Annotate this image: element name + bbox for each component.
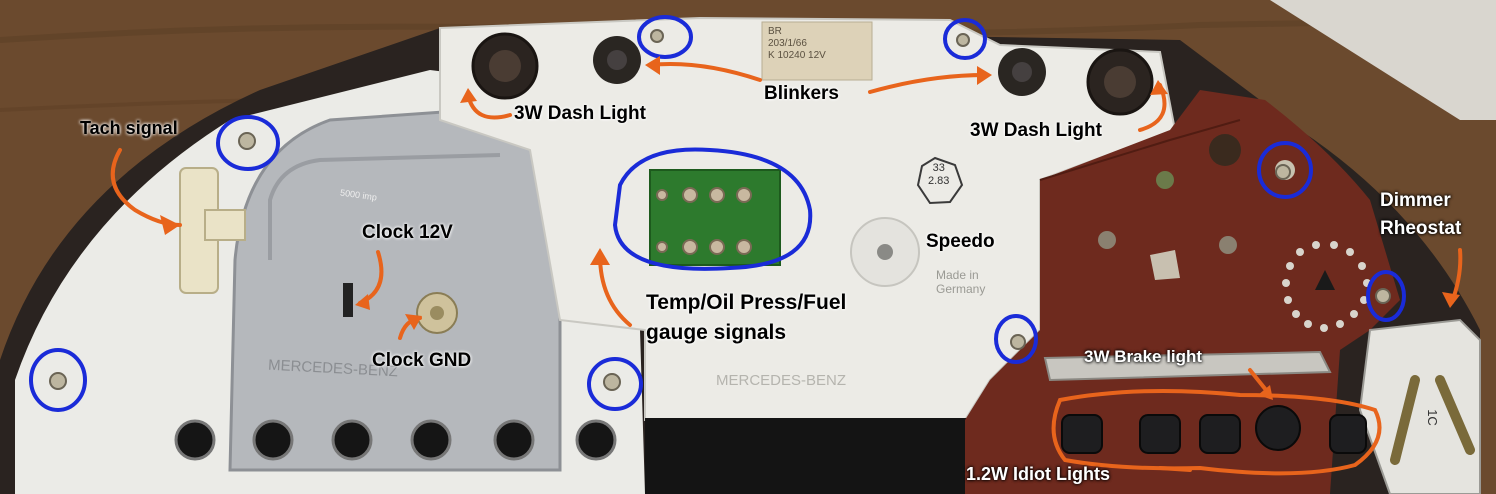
made-in-germany: Made in Germany (936, 268, 985, 296)
dimmer-contact-right (1435, 375, 1475, 455)
center-bottom-slot (645, 418, 975, 494)
orange-annotations (110, 62, 1463, 476)
sticker-line-1: BR (768, 26, 782, 37)
label-gauge-signals: Temp/Oil Press/Fuel gauge signals (646, 288, 846, 348)
pcb-tab (1150, 250, 1180, 280)
label-speedo: Speedo (926, 231, 995, 252)
clock-12v-connector (343, 283, 353, 317)
dimmer-contact-left (1390, 375, 1420, 465)
orange-arrowheads (160, 56, 1460, 400)
idiot-lights-pointer (1158, 466, 1192, 472)
approval-badge-text: 33 2.83 (928, 162, 949, 188)
sticker-line-2: 203/1/66 (768, 38, 807, 49)
label-dash-light-left: 3W Dash Light (514, 103, 646, 124)
label-clock-gnd: Clock GND (372, 350, 472, 371)
approval-badge (916, 156, 964, 205)
idiot-lights-loop (1051, 389, 1382, 476)
gauge-connector-pins (656, 187, 752, 255)
idiot-light-sockets (1061, 405, 1367, 454)
label-blinkers: Blinkers (764, 83, 839, 104)
label-idiot-lights: 1.2W Idiot Lights (966, 464, 1110, 484)
connector-board-circle (612, 147, 813, 271)
screw-circle-center-bottom (587, 357, 643, 411)
blinker-left-arrow (648, 62, 762, 82)
tach-housing (228, 106, 562, 472)
background-object (1270, 0, 1496, 120)
label-dimmer-line-1: Dimmer (1380, 190, 1451, 211)
screw-circle-speedo (994, 314, 1038, 364)
label-dimmer-rheostat: Dimmer Rheostat (1380, 187, 1461, 243)
screw-circle-pcb (1257, 141, 1313, 199)
badge-top: 33 (932, 162, 945, 174)
screw-circle-tach (216, 115, 280, 171)
label-dash-light-right: 3W Dash Light (970, 120, 1102, 141)
mounting-screws (49, 29, 1391, 391)
badge-bottom: 2.83 (928, 175, 950, 187)
blue-annotations (29, 15, 1406, 412)
label-brake-light: 3W Brake light (1084, 347, 1203, 366)
made-in-line-1: Made in (936, 268, 979, 282)
label-dimmer-line-2: Rheostat (1380, 218, 1462, 239)
made-in-line-2: Germany (936, 282, 986, 296)
bottom-bulb-holes (174, 419, 617, 461)
dimmer-block (1358, 318, 1481, 494)
label-gauge-signals-line-2: gauge signals (646, 321, 787, 344)
label-gauge-signals-line-1: Temp/Oil Press/Fuel (646, 291, 847, 314)
sticker-text: BR 203/1/66 K 10240 12V (768, 26, 826, 62)
screw-circle-top-left (637, 15, 693, 59)
screw-circle-left (29, 348, 87, 412)
rheostat-contacts (1282, 241, 1371, 332)
sticker-line-3: K 10240 12V (768, 50, 826, 61)
label-clock-12v: Clock 12V (362, 222, 453, 243)
screw-circle-top-right (943, 18, 987, 60)
right-pcb (965, 90, 1400, 494)
label-tach-signal: Tach signal (80, 118, 178, 138)
mercedes-mark-center: MERCEDES-BENZ (716, 372, 847, 389)
dimmer-mark: 1C (1424, 409, 1440, 426)
part-sticker (761, 21, 873, 81)
screw-circle-rheostat (1366, 270, 1406, 322)
brake-light-bracket (1043, 350, 1332, 382)
blinker-right-arrow (868, 73, 987, 94)
